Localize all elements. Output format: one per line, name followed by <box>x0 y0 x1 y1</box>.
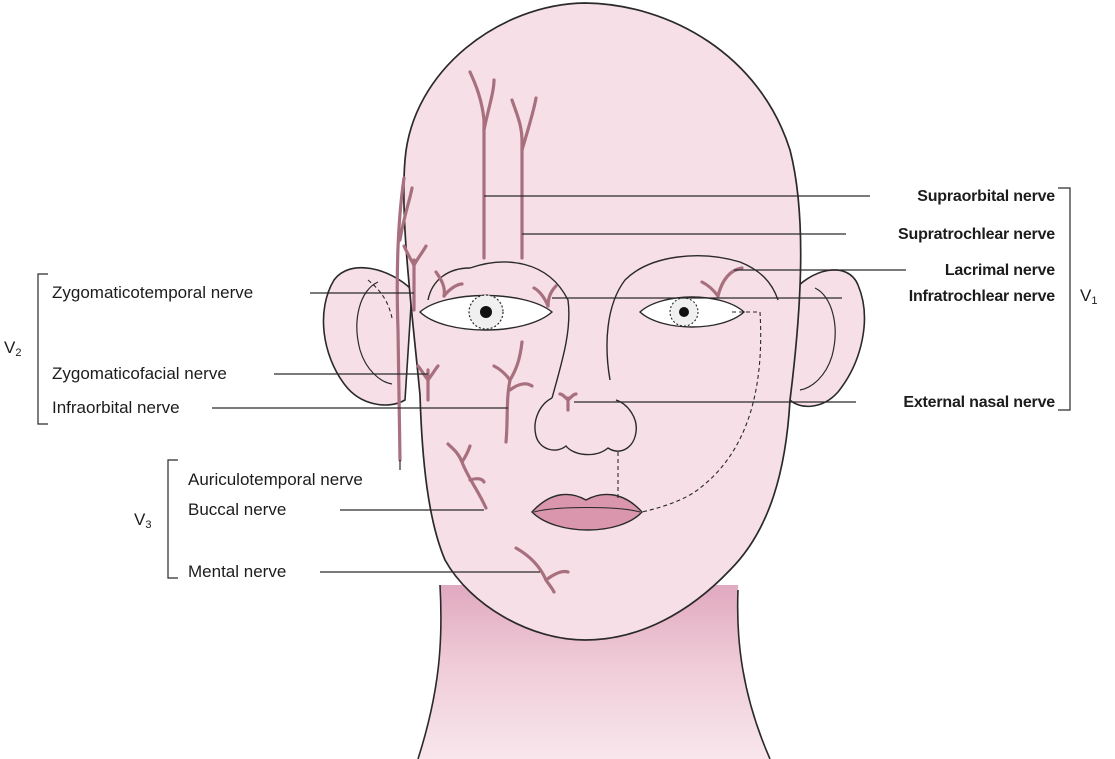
bracket-v3 <box>168 460 178 578</box>
label-infraorbital-nerve: Infraorbital nerve <box>52 398 180 418</box>
group-v3-number: 3 <box>145 519 151 531</box>
label-lacrimal-nerve: Lacrimal nerve <box>945 261 1055 281</box>
bracket-v1 <box>1058 188 1070 410</box>
label-supraorbital-nerve: Supraorbital nerve <box>917 187 1055 207</box>
group-v1-number: 1 <box>1091 295 1097 307</box>
group-label-v3: V3 <box>134 510 151 535</box>
label-buccal-nerve: Buccal nerve <box>188 500 286 520</box>
group-v2-letter: V <box>4 338 15 357</box>
label-auriculotemporal-nerve: Auriculotemporal nerve <box>188 470 363 490</box>
group-v1-letter: V <box>1080 286 1091 305</box>
bracket-v2 <box>38 274 48 424</box>
label-infratrochlear-nerve: Infratrochlear nerve <box>909 287 1055 307</box>
group-v2-number: 2 <box>15 347 21 359</box>
label-supratrochlear-nerve: Supratrochlear nerve <box>898 225 1055 245</box>
label-zygomaticofacial-nerve: Zygomaticofacial nerve <box>52 364 227 384</box>
label-external-nasal-nerve: External nasal nerve <box>903 393 1055 413</box>
label-zygomaticotemporal-nerve: Zygomaticotemporal nerve <box>52 283 253 303</box>
group-v3-letter: V <box>134 510 145 529</box>
group-label-v2: V2 <box>4 338 21 363</box>
group-label-v1: V1 <box>1080 286 1097 311</box>
label-mental-nerve: Mental nerve <box>188 562 286 582</box>
